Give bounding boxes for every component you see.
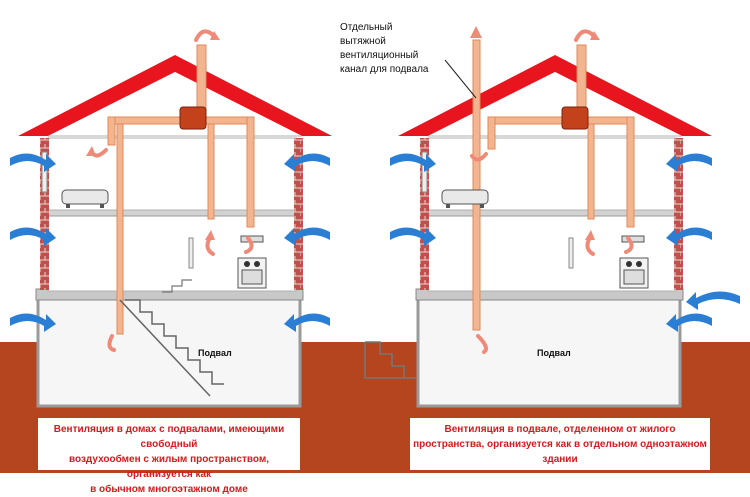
caption-line: Вентиляция в домах с подвалами, имеющими… [53,424,285,450]
right-basement [416,296,682,408]
stove-icon [619,235,649,289]
radiator-icon [41,151,48,193]
bathtub-icon [441,189,489,208]
right-wall-brick-left [420,138,429,290]
radiator-icon [568,237,574,269]
exhaust-arrowhead [585,230,595,240]
caption-line: здании [542,454,578,465]
callout-line: канал для подвала [340,64,429,75]
left-wall-brick-left [40,138,49,290]
right-caption-box [410,418,710,470]
right-caption: Вентиляция в подвале, отделенном от жило… [410,422,710,467]
stove-icon [237,235,267,289]
callout-line: вентиляционный [340,50,419,61]
right-house [364,26,740,408]
callout-leader [444,59,477,99]
exhaust-arrowhead [210,31,220,40]
right-wall-brick-right [674,138,683,290]
exhaust-arrowhead [470,26,482,38]
exhaust-arrowhead [590,31,600,40]
callout-line: вытяжной [340,36,386,47]
bathtub-icon [61,189,109,208]
caption-line: в обычном многоэтажном доме [90,484,248,495]
ventilation-diagram [0,26,750,473]
callout-line: Отдельный [340,22,393,33]
left-upper-stair [162,279,192,293]
right-exterior-stairs [364,341,416,379]
caption-line: Вентиляция в подвале, отделенном от жило… [444,424,676,435]
radiator-icon [421,151,428,193]
left-exhaust-fan [179,106,207,130]
exhaust-arrowhead [86,146,96,156]
right-exhaust-fan [561,106,589,130]
basement-exhaust-channel [472,39,481,331]
caption-line: пространства, организуется как в отдельн… [413,439,707,450]
left-basement-label: Подвал [198,348,232,358]
left-caption: Вентиляция в домах с подвалами, имеющими… [38,422,300,497]
left-wall-brick-right [294,138,303,290]
radiator-icon [188,237,194,269]
left-staircase [119,299,224,397]
caption-line: воздухообмен с жилым пространством, орга… [68,454,270,480]
basement-channel-callout: Отдельный вытяжной вентиляционный канал … [340,21,428,77]
exhaust-arrowhead [205,230,215,240]
left-roof [18,55,332,136]
right-basement-label: Подвал [537,348,571,358]
airflow-arrow [10,153,330,332]
airflow-arrow [390,153,740,332]
right-roof [398,55,712,136]
left-caption-box [38,418,300,470]
left-house [10,29,332,408]
right-ventilation-ducts [472,39,635,331]
